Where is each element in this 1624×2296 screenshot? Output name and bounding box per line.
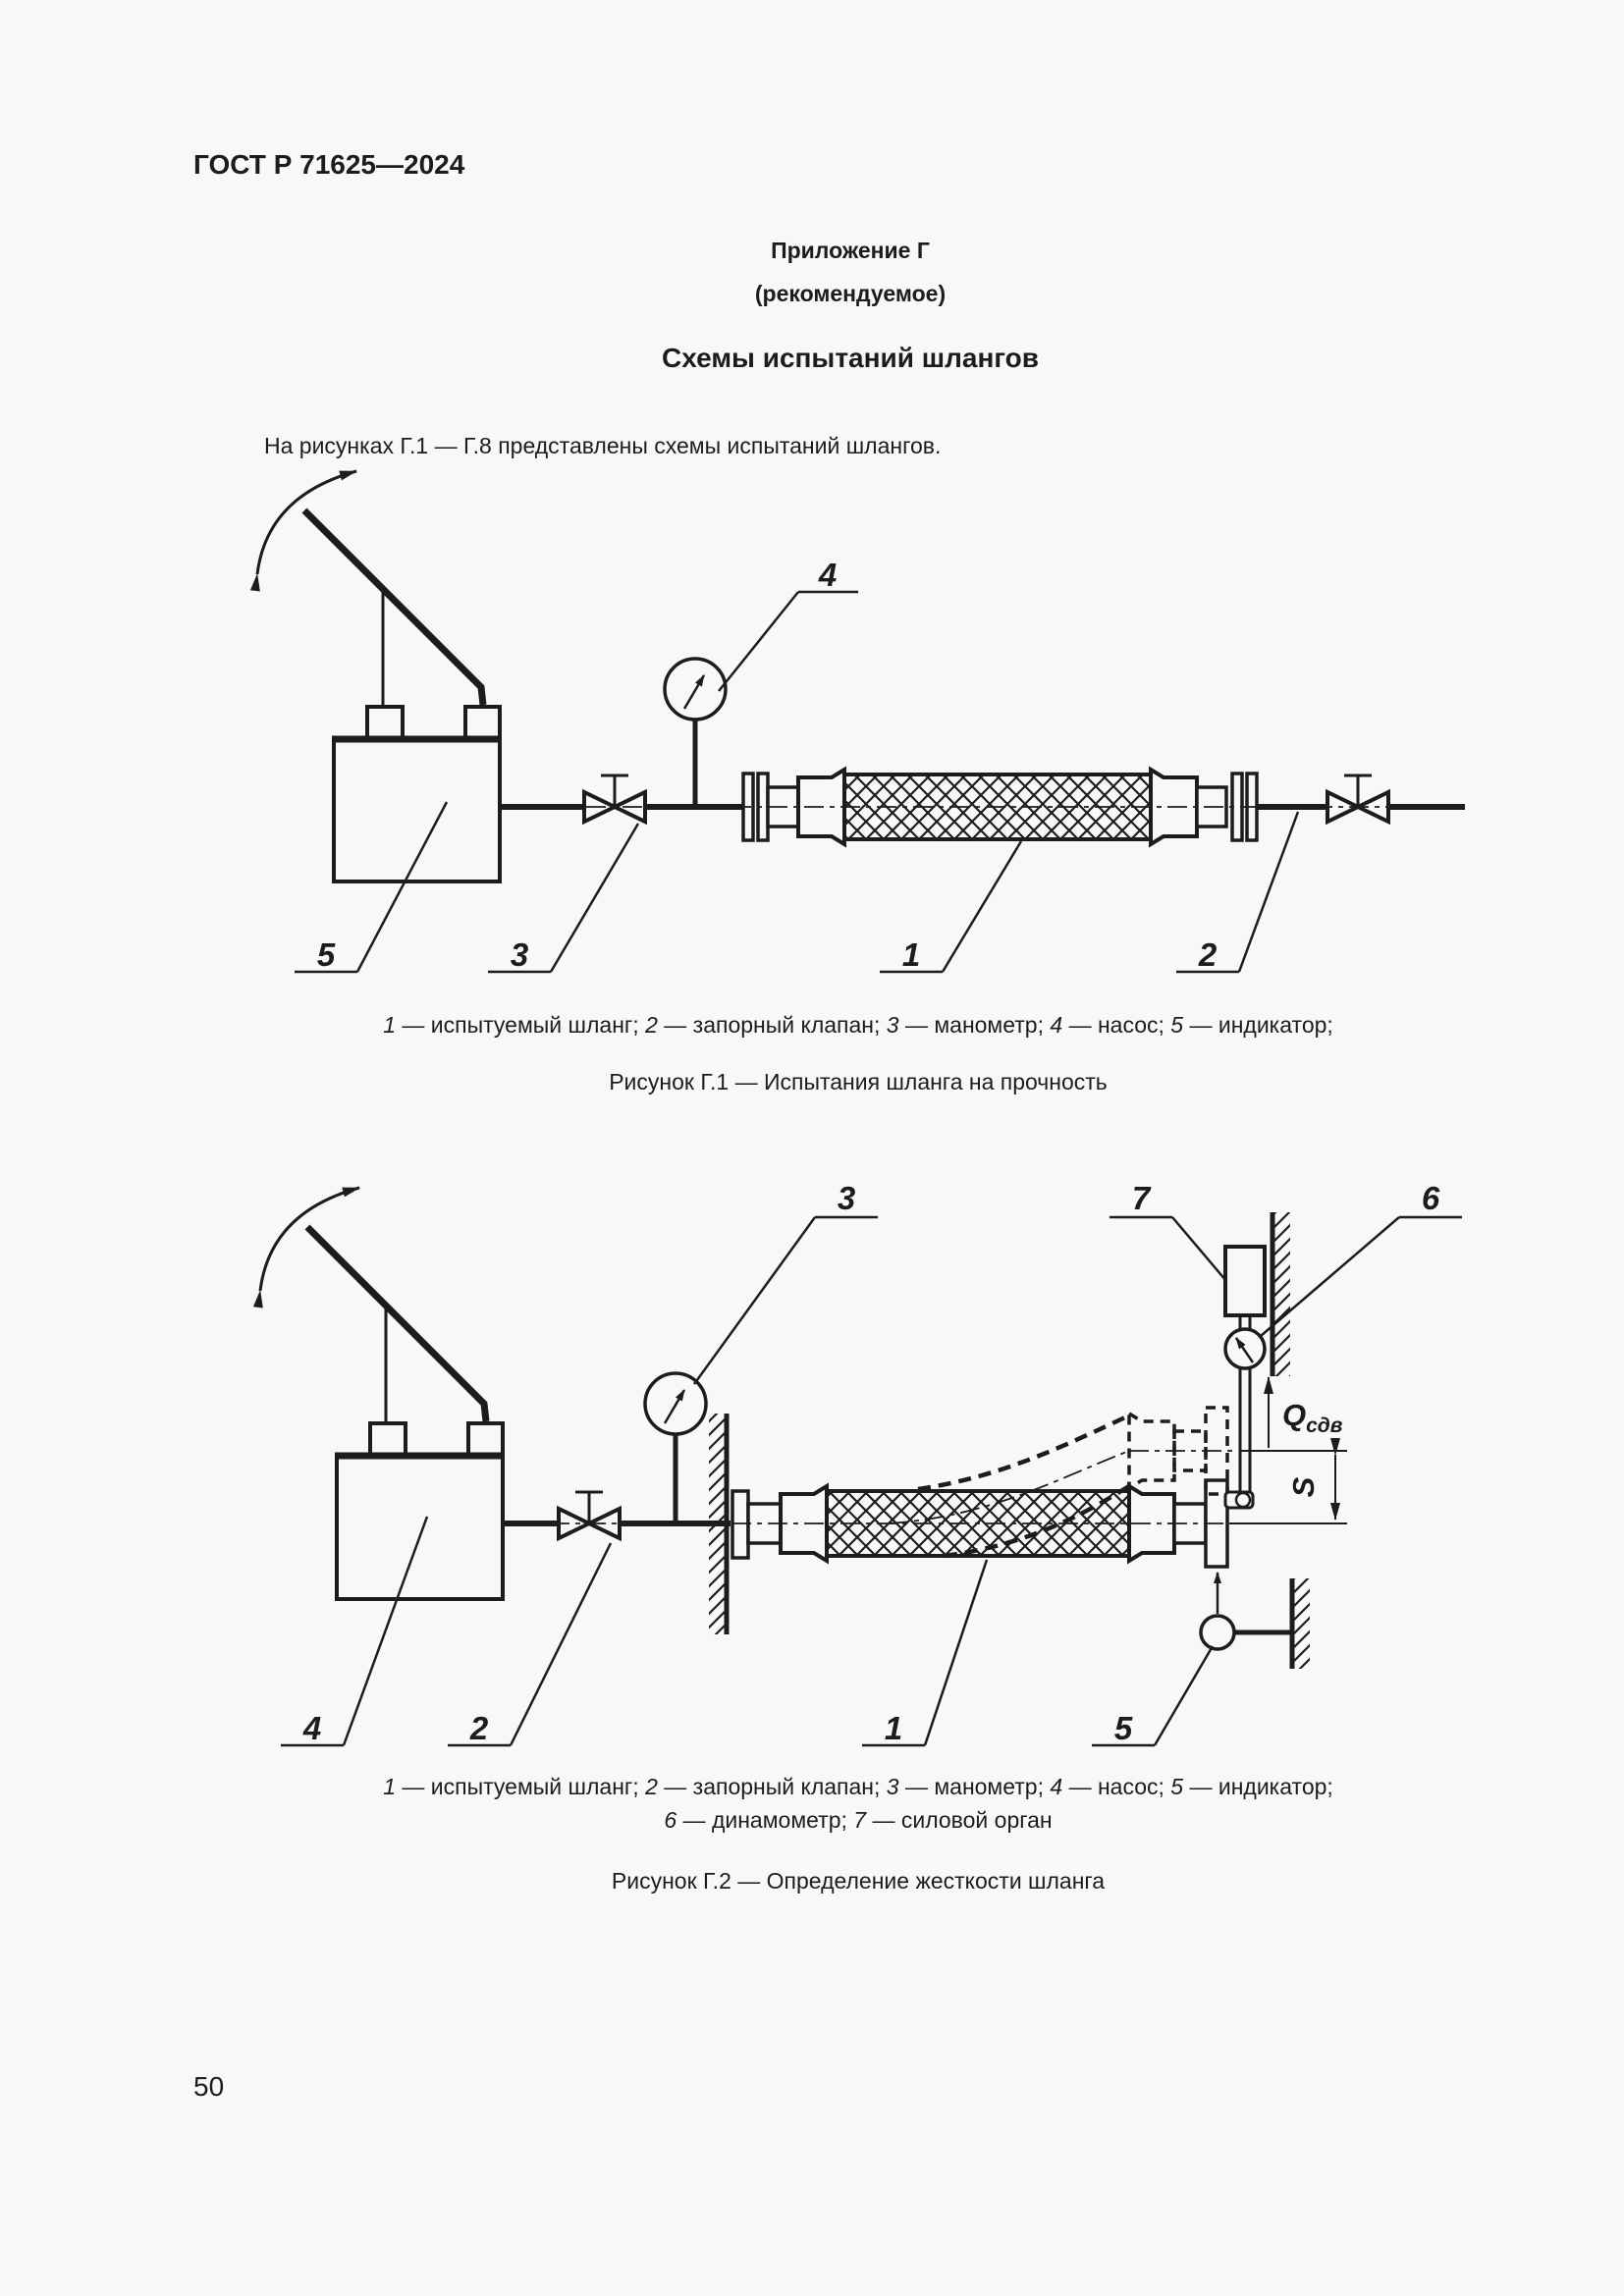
displaced-collar xyxy=(1127,1410,1176,1492)
svg-text:6: 6 xyxy=(1422,1180,1440,1216)
appendix-subtitle: (рекомендуемое) xyxy=(754,281,947,306)
svg-text:4: 4 xyxy=(818,557,837,593)
displaced-hose-outline xyxy=(944,1484,1131,1559)
svg-text:5: 5 xyxy=(1114,1710,1133,1746)
lever-arm xyxy=(301,507,487,706)
displaced-hose-outline xyxy=(917,1413,1130,1492)
callout-2: 2 xyxy=(448,1542,613,1747)
callout-1: 1 xyxy=(862,1559,989,1747)
callout-3: 3 xyxy=(692,1180,878,1385)
gauge-icon xyxy=(663,657,728,807)
standard-number-header: ГОСТ Р 71625—2024 xyxy=(193,149,465,180)
callout-3: 3 xyxy=(488,823,640,974)
fitting-collar xyxy=(1127,1482,1176,1565)
displacement-label: S xyxy=(1286,1476,1321,1497)
force-unit-box xyxy=(1223,1245,1267,1317)
section-title: Схемы испытаний шлангов xyxy=(662,343,1039,373)
shear-force-label: Qсдв xyxy=(1282,1398,1343,1437)
pump-port-left xyxy=(365,705,405,741)
svg-text:2: 2 xyxy=(1198,936,1218,973)
intro-paragraph: На рисунках Г.1 — Г.8 представлены схемы… xyxy=(264,433,942,458)
dynamometer-icon xyxy=(1223,1327,1267,1370)
figure-2-caption-line2: 6 — динамометр; 7 — силовой орган xyxy=(664,1807,1053,1833)
loading-rig xyxy=(1223,1212,1290,1510)
svg-text:1: 1 xyxy=(885,1710,902,1746)
figure-1-caption: 1 — испытуемый шланг; 2 — запорный клапа… xyxy=(383,1012,1333,1038)
svg-text:3: 3 xyxy=(838,1180,855,1216)
svg-text:5: 5 xyxy=(317,936,336,973)
wall-hatching xyxy=(1272,1212,1290,1376)
callout-2: 2 xyxy=(1176,811,1300,974)
dynamometer-needle xyxy=(1234,1337,1255,1363)
callout-1: 1 xyxy=(880,840,1023,974)
callout-7: 7 xyxy=(1110,1180,1227,1282)
callout-5: 5 xyxy=(295,801,449,974)
figure-2-diagram: Qсдв S 3 7 6 xyxy=(252,1180,1462,1747)
wall-hatching xyxy=(1292,1578,1310,1669)
pump-port-left xyxy=(368,1421,407,1458)
svg-text:4: 4 xyxy=(302,1710,321,1746)
figure-1-diagram: 4 5 3 1 2 xyxy=(249,469,1465,974)
lever-arm xyxy=(304,1224,490,1422)
pump-box xyxy=(335,1454,505,1601)
wall-left xyxy=(709,1414,730,1634)
dimension-displacement: S xyxy=(1229,1438,1347,1524)
callout-4: 4 xyxy=(718,557,858,692)
valve-icon-right xyxy=(1326,774,1390,826)
svg-text:7: 7 xyxy=(1132,1180,1152,1216)
pump-unit xyxy=(335,1421,505,1601)
valve-icon xyxy=(557,1490,622,1542)
svg-text:1: 1 xyxy=(902,936,920,973)
displaced-centerline xyxy=(888,1450,1130,1524)
clevis-pin xyxy=(1234,1491,1252,1509)
figure-2-title: Рисунок Г.2 — Определение жесткости шлан… xyxy=(611,1868,1106,1894)
fitting-collar xyxy=(779,1482,829,1565)
figure-2-caption-line1: 1 — испытуемый шланг; 2 — запорный клапа… xyxy=(383,1774,1333,1799)
callout-6: 6 xyxy=(1260,1180,1462,1337)
hose-displaced-position xyxy=(888,1406,1233,1559)
oscillation-arc-arrow xyxy=(249,469,357,592)
flange-plate xyxy=(731,1489,750,1560)
displaced-end-plate xyxy=(1204,1406,1229,1496)
pump-lever xyxy=(249,469,487,707)
svg-text:3: 3 xyxy=(511,936,528,973)
gauge-icon xyxy=(643,1371,708,1523)
indicator-unit xyxy=(332,705,502,883)
callout-4: 4 xyxy=(281,1516,429,1747)
valve-icon-left xyxy=(582,774,647,826)
figure-1-title: Рисунок Г.1 — Испытания шланга на прочно… xyxy=(609,1069,1108,1095)
dimension-shear-force: Qсдв xyxy=(1264,1376,1343,1448)
indicator-assembly xyxy=(1199,1572,1310,1669)
svg-text:2: 2 xyxy=(469,1710,489,1746)
pump-lever xyxy=(252,1186,490,1423)
callout-5: 5 xyxy=(1092,1645,1215,1747)
wall-hatching xyxy=(709,1414,727,1634)
pump-port-right xyxy=(463,705,502,741)
appendix-title: Приложение Г xyxy=(771,238,930,263)
page-number: 50 xyxy=(193,2071,225,2102)
indicator-icon xyxy=(1199,1614,1236,1651)
oscillation-arc-arrow xyxy=(252,1186,360,1308)
pump-port-right xyxy=(466,1421,505,1458)
